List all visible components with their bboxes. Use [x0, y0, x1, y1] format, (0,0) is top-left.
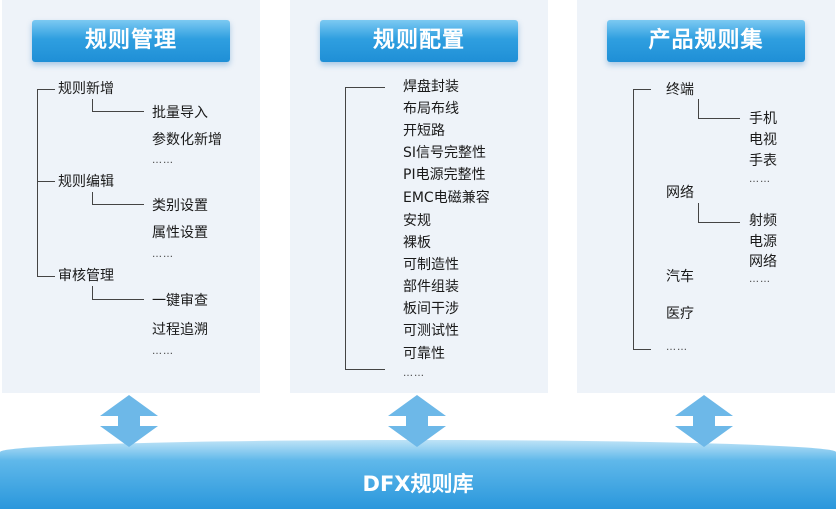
sub-connector [92, 286, 93, 299]
config-item: 裸板 [403, 235, 431, 251]
bidirectional-arrow-icon [100, 395, 158, 447]
sub-connector [698, 203, 699, 222]
sub-item-tv: 电视 [749, 132, 777, 148]
sub-item-ellipsis: …… [749, 274, 771, 285]
rules-config-header: 规则配置 [320, 20, 518, 62]
config-item: 可测试性 [403, 323, 459, 339]
sub-item-phone: 手机 [749, 111, 777, 127]
config-item: PI电源完整性 [403, 167, 486, 183]
sub-item-batch-import: 批量导入 [152, 105, 208, 121]
rules-management-header: 规则管理 [32, 20, 230, 62]
sub-item-watch: 手表 [749, 153, 777, 169]
sub-connector [92, 192, 93, 204]
sub-item-ellipsis: …… [152, 155, 174, 166]
sub-item-one-click-review: 一键审查 [152, 293, 208, 309]
item-review-mgmt: 审核管理 [58, 268, 114, 284]
bidirectional-arrow-icon [388, 395, 446, 447]
sub-connector [92, 111, 144, 112]
config-item: 可靠性 [403, 346, 445, 362]
sub-connector [698, 99, 699, 118]
tree-branch [37, 89, 55, 90]
config-item: 开短路 [403, 123, 445, 139]
product-terminal: 终端 [666, 82, 694, 98]
config-item: 部件组装 [403, 279, 459, 295]
product-network: 网络 [666, 185, 694, 201]
bracket-line [345, 87, 346, 369]
bracket-line [345, 87, 385, 88]
config-item: 板间干涉 [403, 301, 459, 317]
item-rule-edit: 规则编辑 [58, 174, 114, 190]
sub-connector [92, 99, 93, 111]
sub-item-param-add: 参数化新增 [152, 132, 222, 148]
dfx-rule-library-label: DFX规则库 [362, 472, 474, 496]
config-item: 安规 [403, 213, 431, 229]
config-item: 焊盘封装 [403, 79, 459, 95]
dfx-rule-library-base [0, 440, 836, 509]
bidirectional-arrow-icon [675, 395, 733, 447]
product-rules-header: 产品规则集 [607, 20, 805, 62]
sub-connector [92, 204, 144, 205]
sub-item-attribute: 属性设置 [152, 225, 208, 241]
tree-trunk [633, 89, 634, 349]
bracket-line [345, 369, 385, 370]
sub-item-ellipsis: …… [152, 249, 174, 260]
config-item: EMC电磁兼容 [403, 190, 490, 206]
sub-item-category: 类别设置 [152, 198, 208, 214]
sub-item-power: 电源 [749, 234, 777, 250]
config-item: 布局布线 [403, 101, 459, 117]
config-item: SI信号完整性 [403, 145, 487, 161]
item-rule-add: 规则新增 [58, 81, 114, 97]
sub-item-ellipsis: …… [749, 174, 771, 185]
tree-branch [633, 349, 651, 350]
product-medical: 医疗 [666, 306, 694, 322]
config-item-ellipsis: …… [403, 368, 425, 379]
tree-trunk [37, 89, 38, 277]
product-ellipsis: …… [666, 342, 688, 353]
tree-branch [37, 181, 55, 182]
tree-branch [37, 276, 55, 277]
sub-connector [698, 118, 740, 119]
sub-item-network: 网络 [749, 254, 777, 270]
sub-item-ellipsis: …… [152, 346, 174, 357]
sub-item-rf: 射频 [749, 213, 777, 229]
sub-item-trace: 过程追溯 [152, 322, 208, 338]
rules-management-panel: 规则管理 规则新增 批量导入 参数化新增 …… 规则编辑 类别设置 属性设置 …… [2, 0, 260, 393]
product-auto: 汽车 [666, 269, 694, 285]
rules-config-panel: 规则配置 焊盘封装 布局布线 开短路 SI信号完整性 PI电源完整性 EMC电磁… [290, 0, 548, 393]
product-rules-panel: 产品规则集 终端 手机 电视 手表 …… 网络 射频 电源 网络 …… 汽车 医… [577, 0, 835, 393]
sub-connector [92, 299, 144, 300]
sub-connector [698, 222, 740, 223]
config-item: 可制造性 [403, 257, 459, 273]
tree-branch [633, 89, 651, 90]
